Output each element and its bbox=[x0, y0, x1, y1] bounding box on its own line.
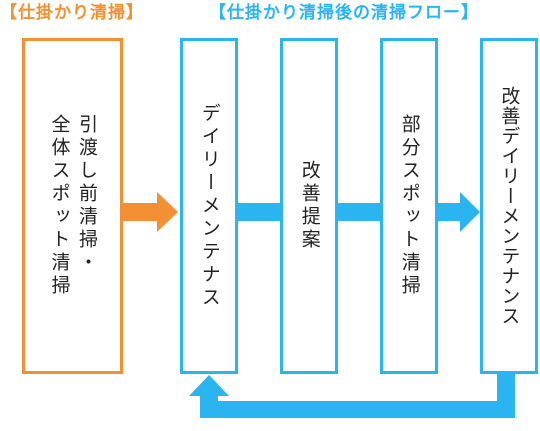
pre-handover-cleaning-box: 引渡し前清掃・ 全体スポット清掃 bbox=[22, 38, 123, 374]
daily-maintenance-label: デイリーメンテナス bbox=[198, 102, 221, 310]
improved-daily-maintenance-box: 改善デイリーメンテナンス bbox=[480, 38, 538, 374]
cleaning-flow-heading: 【仕掛かり清掃後の清掃フロー】 bbox=[209, 3, 479, 23]
partial-spot-cleaning-label: 部分スポット清掃 bbox=[398, 114, 421, 298]
loop-back-arrow-icon bbox=[189, 374, 515, 418]
pre-handover-cleaning-label: 引渡し前清掃・ 全体スポット清掃 bbox=[48, 114, 99, 298]
pre-cleaning-heading: 【仕掛かり清掃】 bbox=[0, 3, 144, 23]
improved-daily-maintenance-label: 改善デイリーメンテナンス bbox=[498, 86, 521, 326]
orange-arrow-icon bbox=[123, 192, 178, 232]
improvement-proposal-box: 改善提案 bbox=[280, 38, 338, 374]
connector-proposal-to-spot bbox=[338, 203, 383, 221]
partial-spot-cleaning-box: 部分スポット清掃 bbox=[380, 38, 438, 374]
improvement-proposal-label: 改善提案 bbox=[298, 160, 321, 252]
daily-maintenance-box: デイリーメンテナス bbox=[180, 38, 238, 374]
connector-daily-to-proposal bbox=[238, 203, 283, 221]
blue-arrow-icon bbox=[438, 192, 480, 232]
